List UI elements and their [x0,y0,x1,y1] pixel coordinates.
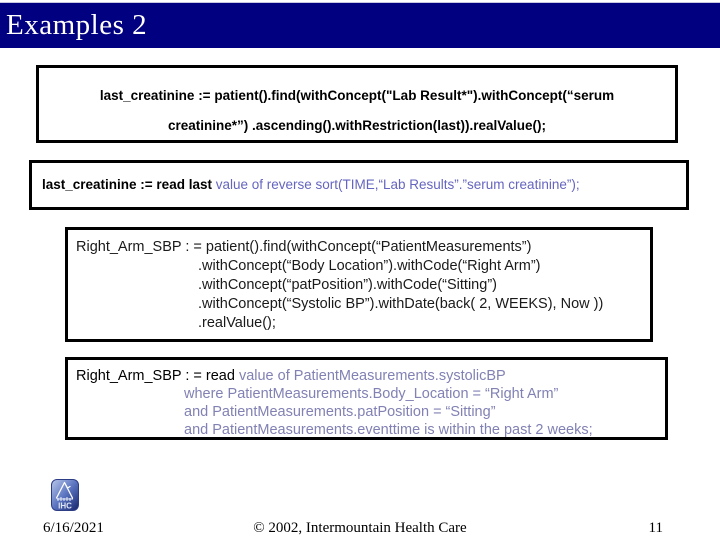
code-box-arden-creatinine: last_creatinine := read last value of re… [29,160,689,210]
footer-copyright: © 2002, Intermountain Health Care [253,520,467,536]
code-line: Right_Arm_SBP : = patient().find(withCon… [76,239,532,255]
code-line: and PatientMeasurements.eventtime is wit… [184,422,593,438]
title-bar: Examples 2 [0,2,720,48]
code-line: .withConcept(“Systolic BP”).withDate(bac… [198,296,604,312]
code-box-object-syntax-sbp: Right_Arm_SBP : = patient().find(withCon… [65,227,653,342]
code-line: Right_Arm_SBP : = read value of PatientM… [76,367,665,385]
code-line: .realValue(); [198,315,276,331]
footer-page-number: 11 [648,520,663,536]
code-box-object-syntax-creatinine: last_creatinine := patient().find(withCo… [36,65,678,143]
code-line: creatinine*”) .ascending().withRestricti… [167,118,547,133]
svg-text:IHC: IHC [58,502,72,511]
code-line: .withConcept(“Body Location”).withCode(“… [198,258,541,274]
code-line: .withConcept(“patPosition”).withCode(“Si… [198,277,497,293]
code-segment-expression: value of reverse sort(TIME,“Lab Results”… [215,177,580,192]
ihc-logo: IHC [51,479,79,511]
footer-date: 6/16/2021 [43,520,104,536]
code-segment-keyword: last_creatinine := read last [42,177,216,192]
ihc-logo-graphic: IHC [51,479,79,511]
code-segment-expression: value of PatientMeasurements.systolicBP [238,368,506,384]
code-line: last_creatinine := patient().find(withCo… [99,88,615,103]
code-box-arden-sbp: Right_Arm_SBP : = read value of PatientM… [65,357,668,440]
code-line: where PatientMeasurements.Body_Location … [184,386,559,402]
code-segment-keyword: Right_Arm_SBP : = read [76,368,239,384]
code-line: and PatientMeasurements.patPosition = “S… [184,404,496,420]
slide-title: Examples 2 [6,9,148,41]
